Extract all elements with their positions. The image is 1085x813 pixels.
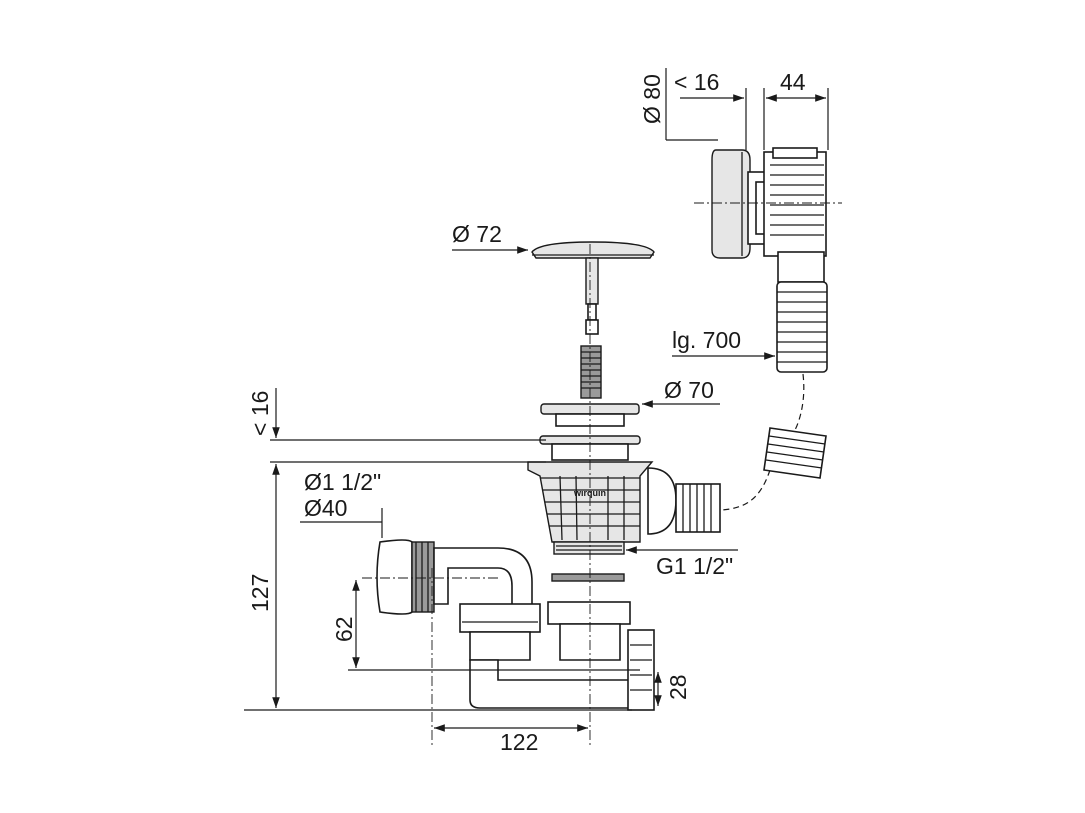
label-overflow-depth: 44 <box>780 69 806 95</box>
label-height-total: 127 <box>247 574 273 612</box>
label-thread: G1 1/2" <box>656 553 733 579</box>
label-overflow-diameter: Ø 80 <box>639 74 665 124</box>
dimension-lines <box>244 68 829 732</box>
hose-segment <box>763 427 827 479</box>
hose-path <box>794 373 805 431</box>
label-outlet-diameter-mm: Ø40 <box>304 495 347 521</box>
label-bath-gap: < 16 <box>247 391 273 436</box>
label-horizontal-offset: 122 <box>500 729 538 755</box>
brand-mark: wirquin <box>573 488 606 498</box>
overflow-assembly <box>694 147 842 373</box>
label-hose-length: lg. 700 <box>672 327 741 353</box>
label-outlet-diameter-inch: Ø1 1/2" <box>304 469 381 495</box>
label-plug-diameter: Ø 72 <box>452 221 502 247</box>
trap-assembly <box>376 539 655 711</box>
label-flange-diameter: Ø 70 <box>664 377 714 403</box>
label-height-outlet: 62 <box>331 616 357 642</box>
plug-assembly <box>531 241 655 399</box>
label-height-cleanout: 28 <box>665 674 691 700</box>
label-overflow-gap: < 16 <box>674 69 719 95</box>
